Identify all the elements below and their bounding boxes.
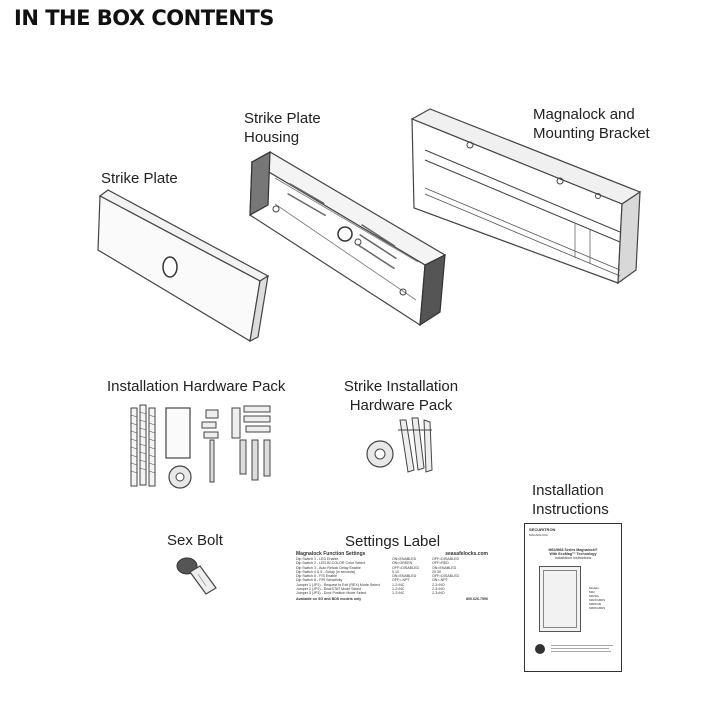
settings-card-header: Magnalock Function Settings seasafelocks… <box>296 551 488 557</box>
booklet-door-illustration <box>539 566 581 632</box>
settings-row-name: Dip Switch 6 - F/S Enable <box>296 574 337 579</box>
booklet-model: M62FG <box>589 594 600 598</box>
settings-row: Dip Switch 6 - F/S Enable ON=ENABLED OFF=D… <box>296 574 488 578</box>
installation-instructions-label: Installation Instructions <box>532 481 609 519</box>
settings-row: Dip Switch 8 - P/R Sensitivity OFF=-NPT ON… <box>296 578 488 582</box>
settings-row-off: ON=-NPT <box>432 578 448 583</box>
installation-instructions-label-line1: Installation <box>532 482 604 499</box>
settings-row-name: Dip Switch 8 - P/R Sensitivity <box>296 578 343 583</box>
settings-row-off: 2-3=NO <box>432 582 445 587</box>
settings-row-off: 2-3=NO <box>432 591 445 596</box>
settings-row-on: OFF=DISABLED <box>392 565 420 570</box>
strike-install-hardware-pack-label-line2: Hardware Pack <box>349 397 453 414</box>
settings-row-off: ON=ENABLED <box>432 565 457 570</box>
strike-plate-housing-label-line2: Housing <box>244 129 300 146</box>
settings-row-off: OFF=DISABLED <box>432 574 460 579</box>
booklet-heading-3: Installation Instructions <box>554 556 592 561</box>
settings-row-on: 1-2=NC <box>392 582 405 587</box>
install-hardware-pack-label: Installation Hardware Pack <box>107 378 286 395</box>
strike-plate-illustration <box>97 189 270 343</box>
booklet-heading-1: M62/M68 Series Magnalock® <box>548 548 598 552</box>
settings-card-footer: Available on SG and BDS models only 800.… <box>296 597 488 601</box>
settings-row: Jumper 1 (JP1) - Request to Exit (REX) M… <box>296 583 488 587</box>
settings-row-name: Dip Switch 4 & 5 - Delay (in seconds) <box>296 569 356 574</box>
strike-plate-housing-label-line1: Strike Plate <box>244 110 321 127</box>
settings-row-on: 0 10 <box>392 569 399 574</box>
settings-row-on: 1-2=NC <box>392 587 405 592</box>
settings-row-on: ON=ENABLED <box>392 557 417 561</box>
magnalock-label: Magnalock and Mounting Bracket <box>533 105 650 143</box>
strike-install-hardware-pack-illustration <box>366 417 433 473</box>
settings-label-label: Settings Label <box>345 533 441 550</box>
booklet-heading: M62/M68 Series Magnalock® With EcoMag™ T… <box>531 548 615 561</box>
installation-instructions-label-line2: Instructions <box>532 501 609 518</box>
settings-row-on: ON=GREEN <box>392 561 413 566</box>
settings-row-on: 1-2=NC <box>392 591 405 596</box>
sex-bolt-illustration <box>176 557 217 595</box>
settings-row-off: OFF=DISABLED <box>432 557 460 561</box>
settings-row-name: Dip Switch 1 - LED Enable <box>296 557 339 561</box>
booklet-models: Models: M62 M62FG M62FGBDS M68FGB M68FGB… <box>589 586 605 610</box>
settings-row-on: OFF=-NPT <box>392 578 410 583</box>
settings-row-name: Jumper 2 (JP2) - DoorSTAT Mode Select <box>296 587 362 592</box>
strike-plate-label: Strike Plate <box>101 170 178 187</box>
settings-card-title: Magnalock Function Settings <box>296 551 366 557</box>
settings-row: Dip Switch 4 & 5 - Delay (in seconds) 0 1… <box>296 570 488 574</box>
page-title: IN THE BOX CONTENTS <box>14 6 274 30</box>
settings-card-footnote: Available on SG and BDS models only <box>296 596 362 601</box>
settings-row: Dip Switch 3 - Auto Relock Delay Enable O… <box>296 566 488 570</box>
settings-card-url: seasafelocks.com <box>445 551 488 557</box>
booklet-brand: SECURITRON <box>529 527 556 532</box>
strike-install-hardware-pack-label-line1: Strike Installation <box>343 378 459 395</box>
installation-instructions-booklet: SECURITRON MAGNALOCK M62/M68 Series Magn… <box>524 523 622 672</box>
settings-row: Jumper 3 (JP3) - Door Position Mode Sele… <box>296 591 488 595</box>
settings-row-off: 2-3=NO <box>432 587 445 592</box>
settings-row-name: Jumper 3 (JP3) - Door Position Mode Sele… <box>296 591 367 596</box>
strike-plate-housing-label: Strike Plate Housing <box>244 109 321 147</box>
settings-row-off: OFF=RED <box>432 561 449 566</box>
booklet-model: M62FGBDS <box>589 598 606 602</box>
booklet-series: MAGNALOCK <box>529 533 549 537</box>
booklet-model: M68FGB <box>589 602 602 606</box>
booklet-model: M62 <box>589 590 595 594</box>
settings-row-on: ON=ENABLED <box>392 574 417 579</box>
strike-plate-housing-illustration <box>249 150 447 327</box>
magnalock-label-line2: Mounting Bracket <box>533 125 650 142</box>
booklet-heading-2: With EcoMag™ Technology <box>549 552 597 557</box>
settings-card-phone: 800.626.7590 <box>466 596 488 601</box>
settings-row-name: Jumper 1 (JP1) - Request to Exit (REX) M… <box>296 582 380 587</box>
sex-bolt-label: Sex Bolt <box>167 532 223 549</box>
settings-row: Dip Switch 2 - LED BI-COLOR Color Select… <box>296 561 488 565</box>
settings-label-card: Magnalock Function Settings seasafelocks… <box>296 551 488 605</box>
booklet-model: M68FGBDS <box>589 606 606 610</box>
installation-hardware-pack-illustration <box>130 404 271 489</box>
settings-row: Jumper 2 (JP2) - DoorSTAT Mode Select 1-2… <box>296 587 488 591</box>
booklet-logo-icon <box>535 644 545 654</box>
booklet-models-label: Models: <box>589 586 600 590</box>
settings-row-name: Dip Switch 2 - LED BI-COLOR Color Select <box>296 561 366 566</box>
settings-row-off: 20 30 <box>432 569 441 574</box>
settings-row-name: Dip Switch 3 - Auto Relock Delay Enable <box>296 565 361 570</box>
strike-install-hardware-pack-label: Strike Installation Hardware Pack <box>330 377 472 415</box>
settings-row: Dip Switch 1 - LED Enable ON=ENABLED OFF=D… <box>296 557 488 561</box>
magnalock-label-line1: Magnalock and <box>533 106 635 123</box>
magnalock-illustration <box>410 108 642 285</box>
